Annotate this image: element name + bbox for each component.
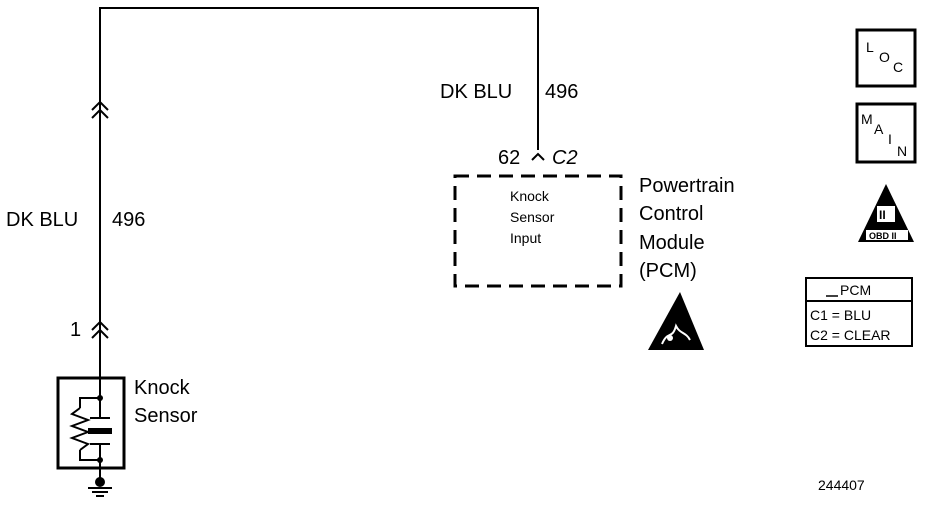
main-letter-i: I <box>888 131 892 147</box>
loc-letter-l: L <box>866 39 874 55</box>
pcm-input-line3: Input <box>510 230 541 246</box>
knock-sensor-symbol <box>56 376 126 470</box>
sensor-pin-number: 1 <box>70 319 81 341</box>
pcm-name-line2: Control <box>639 203 703 225</box>
pcm-name-line1: Powertrain <box>639 175 735 197</box>
right-wire-color: DK BLU <box>440 81 512 103</box>
loc-letter-c: C <box>893 59 903 75</box>
pcm-input-line1: Knock <box>510 188 550 204</box>
pcm-box <box>453 174 623 288</box>
wire-dk-blu-496 <box>99 7 539 378</box>
obd-ii-icon: II OBD II <box>858 184 914 242</box>
inline-connector-upper <box>91 100 109 119</box>
pcm-name-line3: Module <box>639 232 705 254</box>
sensor-name-line1: Knock <box>134 377 191 399</box>
pcm-name-line4: (PCM) <box>639 260 697 282</box>
pcm-pin-number: 62 <box>498 147 520 169</box>
loc-icon: L O C <box>855 28 917 88</box>
obd-text: OBD II <box>869 231 897 241</box>
pcm-connector-legend: PCM C1 = BLU C2 = CLEAR <box>805 277 913 347</box>
main-icon: M A I N <box>855 102 917 164</box>
legend-c1: C1 = BLU <box>810 307 871 323</box>
esd-warning-icon <box>648 292 704 350</box>
obd-numeral: II <box>879 208 886 222</box>
loc-letter-o: O <box>879 49 890 65</box>
pcm-input-line2: Sensor <box>510 209 555 225</box>
right-wire-circuit: 496 <box>545 81 578 103</box>
pcm-connector-id: C2 <box>552 147 578 169</box>
left-wire-circuit: 496 <box>112 209 145 231</box>
legend-connector-title: PCM <box>840 282 871 298</box>
main-letter-a: A <box>874 121 884 137</box>
sensor-connector-pin-1 <box>91 320 109 339</box>
figure-number: 244407 <box>818 477 865 493</box>
pcm-connector-pin-62 <box>531 152 545 161</box>
legend-c2: C2 = CLEAR <box>810 327 891 343</box>
main-letter-n: N <box>897 143 907 159</box>
sensor-name-line2: Sensor <box>134 405 198 427</box>
left-wire-color: DK BLU <box>6 209 78 231</box>
ground-icon <box>88 468 112 497</box>
main-letter-m: M <box>861 111 873 127</box>
